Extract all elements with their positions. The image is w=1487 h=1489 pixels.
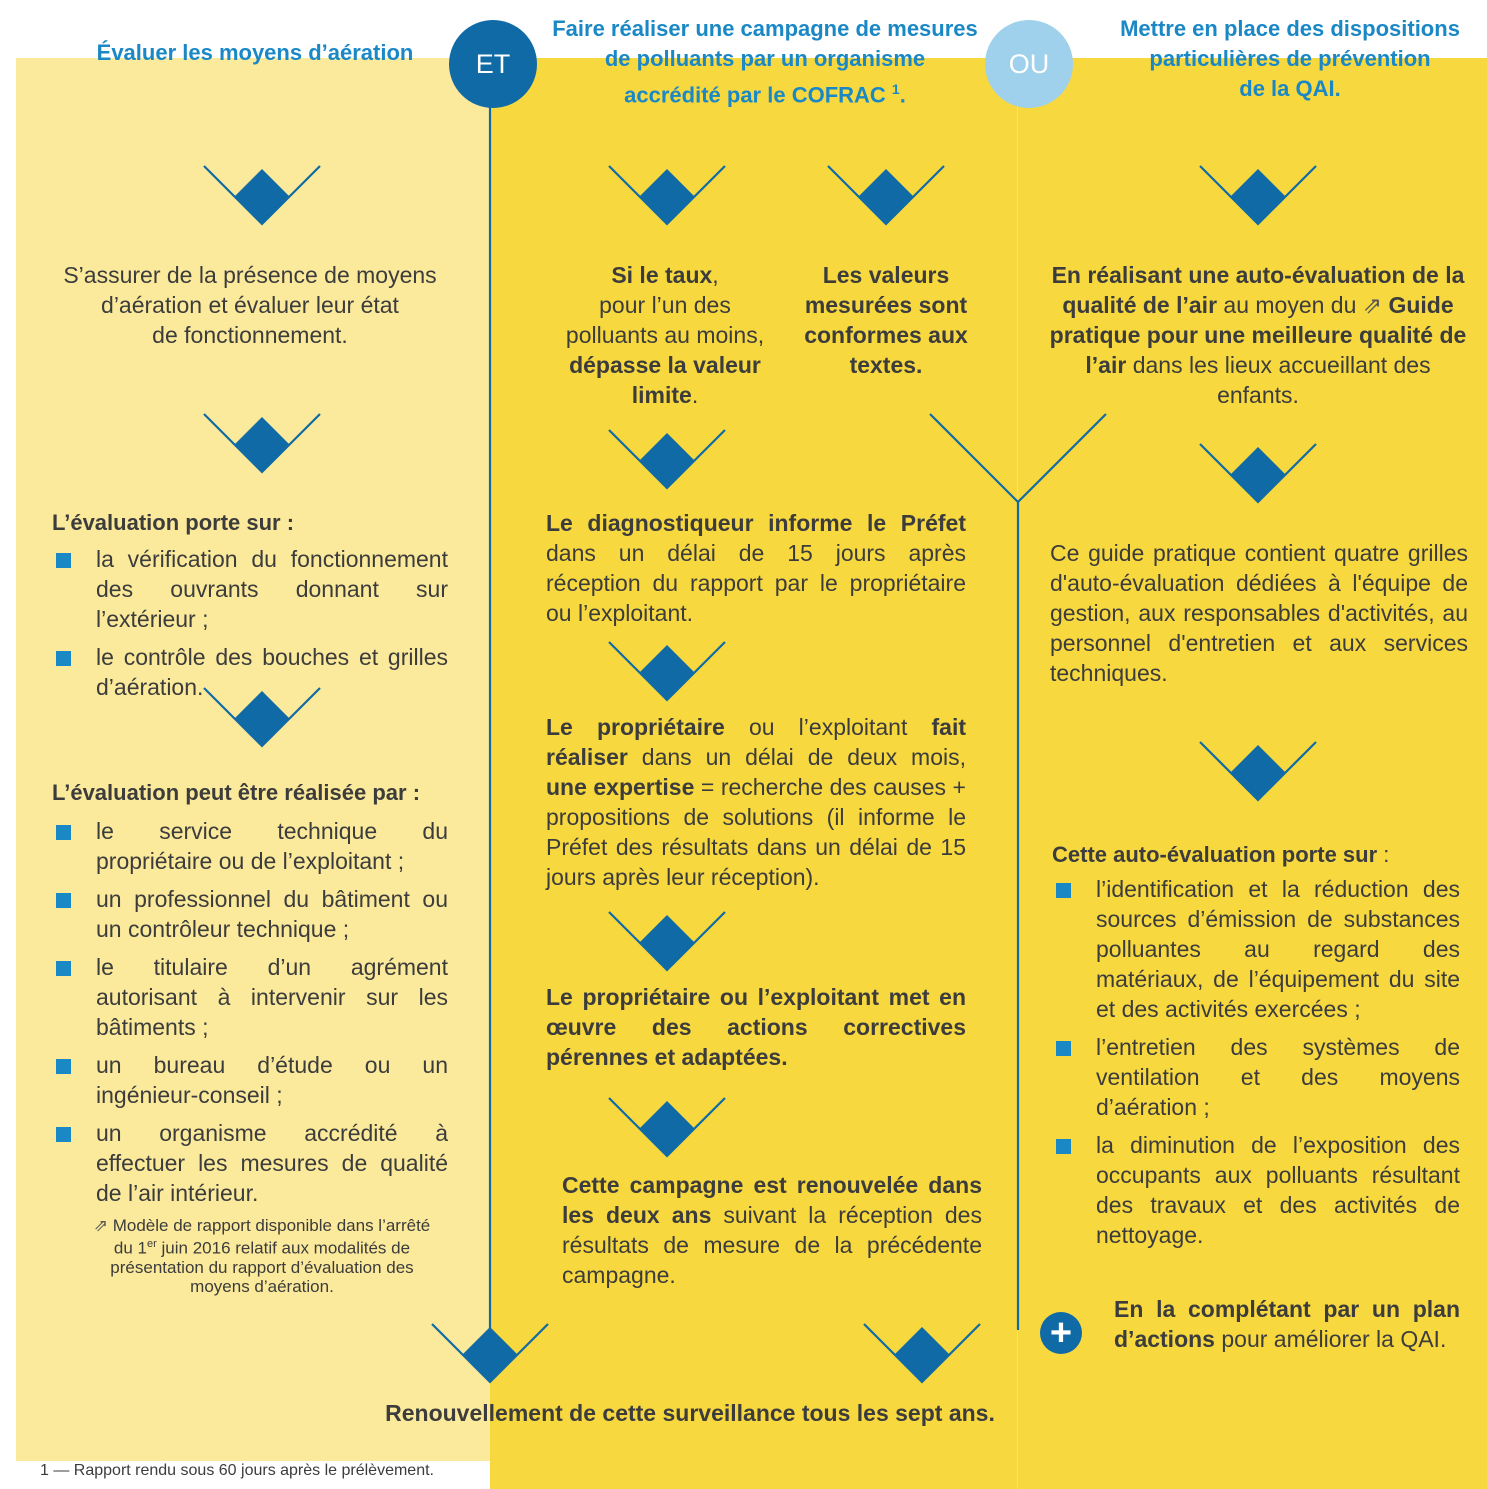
guide-description: Ce guide pratique contient quatre grille… <box>1050 540 1468 686</box>
chevron-icon <box>608 911 726 972</box>
evaluation-heading: L’évaluation porte sur : <box>52 510 295 535</box>
square-bullet-icon <box>56 651 71 666</box>
evaluators-list: le service technique du propriétaire ou … <box>56 816 448 1216</box>
square-bullet-icon <box>1056 1139 1071 1154</box>
list-item: un bureau d’étude ou un ingénieur-consei… <box>56 1050 448 1110</box>
chevron-icon <box>1199 741 1317 802</box>
report-model-note: ⇗ Modèle de rapport disponible dans l’ar… <box>93 1216 431 1296</box>
chevron-icon <box>1199 165 1317 226</box>
pencil-icon: ⇗ <box>93 1216 108 1235</box>
pencil-icon: ⇗ <box>1362 292 1389 318</box>
middle-right-background <box>490 58 1487 1489</box>
connector-et-badge: ET <box>449 20 537 108</box>
left-column-background <box>16 58 490 1461</box>
step-campaign-renewal: Cette campagne est renouvelée dans les d… <box>562 1172 982 1288</box>
chevron-icon <box>827 165 945 226</box>
evaluation-list: la vérification du fonctionnement des ou… <box>56 544 448 710</box>
self-assessment-intro: En réalisant une auto-évaluation de la q… <box>1049 262 1467 408</box>
right-column-title: Mettre en place des dispositions particu… <box>1120 16 1460 101</box>
exceed-limit-text: Si le taux, pour l’un des polluants au m… <box>565 262 765 408</box>
chevron-icon <box>608 165 726 226</box>
plus-icon: + <box>1040 1312 1082 1354</box>
footnote: 1 — Rapport rendu sous 60 jours après le… <box>40 1462 434 1479</box>
left-column-title: Évaluer les moyens d’aération <box>96 40 414 65</box>
merge-arrow <box>929 413 1107 504</box>
list-item: le contrôle des bouches et grilles d’aér… <box>56 642 448 702</box>
scope-heading: Cette auto-évaluation porte sur : <box>1052 842 1390 867</box>
square-bullet-icon <box>56 1127 71 1142</box>
chevron-icon <box>203 413 321 474</box>
square-bullet-icon <box>56 553 71 568</box>
list-item: l’identification et la réduction des sou… <box>1056 874 1460 1024</box>
chevron-icon <box>608 641 726 702</box>
list-item: la vérification du fonctionnement des ou… <box>56 544 448 634</box>
list-item: le titulaire d’un agrément autorisant à … <box>56 952 448 1042</box>
evaluators-heading: L’évaluation peut être réalisée par : <box>52 780 421 805</box>
list-item: l’entretien des systèmes de ventilation … <box>1056 1032 1460 1122</box>
step-corrective-actions: Le propriétaire ou l’exploitant met en œ… <box>546 984 966 1070</box>
square-bullet-icon <box>1056 883 1071 898</box>
connector-ou-badge: OU <box>985 20 1073 108</box>
square-bullet-icon <box>56 1059 71 1074</box>
scope-list: l’identification et la réduction des sou… <box>1056 874 1460 1258</box>
middle-column-title: Faire réaliser une campagne de mesures d… <box>552 16 978 108</box>
list-item: un professionnel du bâtiment ou un contr… <box>56 884 448 944</box>
chevron-icon <box>863 1323 981 1384</box>
chevron-icon <box>203 165 321 226</box>
step-expertise: Le propriétaire ou l’exploitant fait réa… <box>546 714 967 890</box>
square-bullet-icon <box>56 893 71 908</box>
action-plan-text: En la complétant par un plan d’actions p… <box>1114 1296 1460 1352</box>
square-bullet-icon <box>1056 1041 1071 1056</box>
compliant-values-text: Les valeurs mesurées sont conformes aux … <box>804 262 968 378</box>
list-item: la diminution de l’exposition des occupa… <box>1056 1130 1460 1250</box>
square-bullet-icon <box>56 825 71 840</box>
list-item: le service technique du propriétaire ou … <box>56 816 448 876</box>
square-bullet-icon <box>56 961 71 976</box>
step-inform-prefect: Le diagnostiqueur informe le Préfet dans… <box>546 510 966 626</box>
left-intro-text: S’assurer de la présence de moyens d’aér… <box>63 262 437 348</box>
chevron-icon <box>431 1323 549 1384</box>
chevron-icon <box>608 429 726 490</box>
list-item: un organisme accrédité à effectuer les m… <box>56 1118 448 1208</box>
chevron-icon <box>203 687 321 748</box>
surveillance-renewal-text: Renouvellement de cette surveillance tou… <box>385 1400 995 1426</box>
chevron-icon <box>608 1097 726 1158</box>
chevron-icon <box>1199 443 1317 504</box>
